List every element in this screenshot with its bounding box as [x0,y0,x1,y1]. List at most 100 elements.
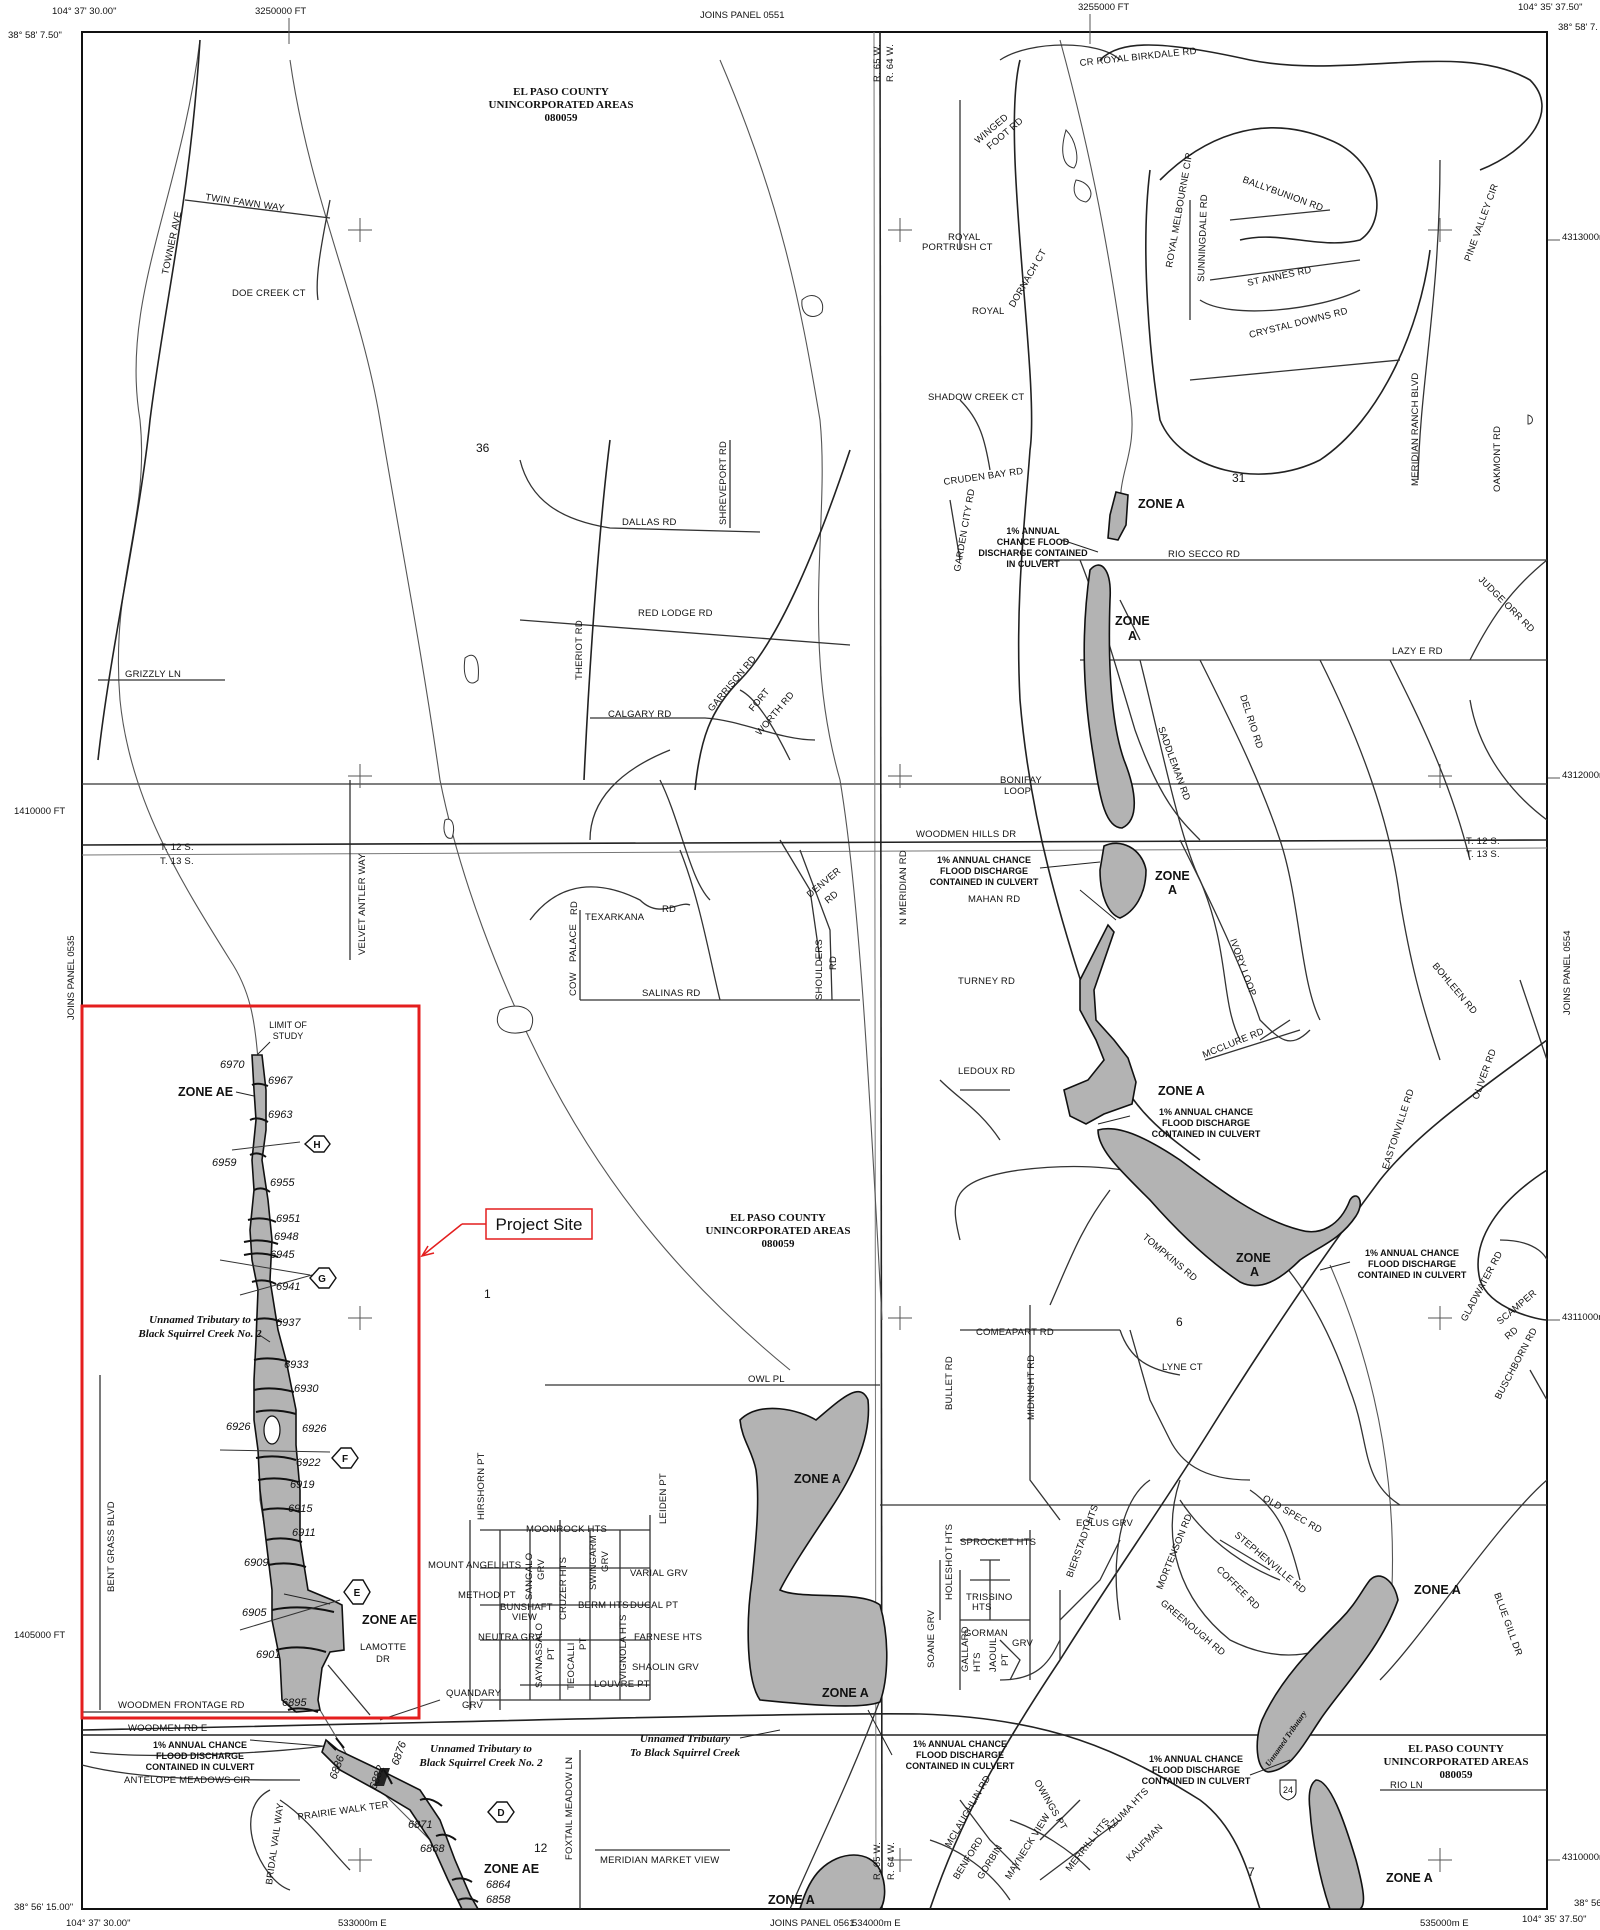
road-vignola-hts: VIGNOLA HTS [618,1614,629,1680]
bfe-6945: 6945 [270,1249,295,1261]
road-bridal-vail-way: BRIDAL VAIL WAY [264,1802,286,1886]
road-lamotte-2: DR [376,1654,390,1665]
road-doe-creek-ct: DOE CREEK CT [232,288,306,299]
bfe-6871: 6871 [408,1819,432,1831]
road-judge-orr-rd: JUDGE ORR RD [1476,574,1537,635]
bfe-6864: 6864 [486,1879,510,1891]
tributary-label-1b: Black Squirrel Creek No. 2 [137,1328,262,1340]
zone-a-label-3a: ZONE [1155,869,1190,883]
road-saynassalo-2: PT [546,1647,557,1660]
zone-ae-label-3: ZONE AE [484,1862,539,1876]
township-13s-left: T. 13 S. [160,856,194,867]
road-bohleen-rd: BOHLEEN RD [1430,961,1479,1017]
road-woodmen-frontage-rd: WOODMEN FRONTAGE RD [118,1700,245,1711]
road-jaouil: JAOUIL [988,1638,999,1672]
road-gallard: GALLARD [960,1626,971,1672]
svg-text:CONTAINED IN CULVERT: CONTAINED IN CULVERT [930,877,1039,887]
range-64w-top: R. 64 W. [885,44,896,82]
bfe-6933: 6933 [284,1359,309,1371]
road-louvre-pt: LOUVRE PT [594,1679,650,1690]
svg-text:1% ANNUAL CHANCE: 1% ANNUAL CHANCE [913,1739,1007,1749]
zone-a-label-6: ZONE A [794,1472,841,1486]
road-mahan-rd: MAHAN RD [968,894,1020,905]
road-woodmen-rd-e: WOODMEN RD E [128,1723,207,1734]
road-eolus-grv: EOLUS GRV [1076,1518,1134,1529]
community-labels: EL PASO COUNTY UNINCORPORATED AREAS 0800… [489,86,1529,1781]
top-right-latitude: 38° 58' 7. [1558,22,1598,33]
road-grv-a: GRV [1012,1638,1033,1649]
zone-ae-label-1: ZONE AE [178,1085,233,1099]
road-sprocket-hts: SPROCKET HTS [960,1537,1036,1548]
svg-text:E: E [354,1588,361,1599]
road-moonrock-hts: MOONROCK HTS [526,1524,607,1535]
road-ballybunion-rd: BALLYBUNION RD [1241,174,1325,213]
zone-a-label-5a: ZONE [1236,1251,1271,1265]
project-site-callout [485,1208,593,1240]
bfe-labels: 6970 6967 6963 6959 6955 6951 6948 6945 … [212,1059,511,1906]
tributary-label-1a: Unnamed Tributary to [149,1314,251,1326]
road-pine-valley-cir: PINE VALLEY CIR [1462,182,1500,263]
bottom-right-latitude: 38° 56' [1574,1898,1600,1909]
road-royal-portrush-1: ROYAL [948,232,981,243]
road-lyne-ct: LYNE CT [1162,1362,1203,1373]
road-salinas-rd: SALINAS RD [642,988,701,999]
road-shadow-creek-ct: SHADOW CREEK CT [928,392,1024,403]
bottom-utm-3: 535000m E [1420,1918,1469,1929]
zone-a-label-10: ZONE A [1386,1871,1433,1885]
road-holeshot-hts: HOLESHOT HTS [944,1524,955,1600]
road-royal-dornach-2: DORNACH CT [1007,247,1049,309]
bfe-6911: 6911 [292,1527,316,1539]
bfe-6922: 6922 [296,1457,320,1469]
road-old-spec-rd: OLD SPEC RD [1261,1493,1324,1536]
cross-sections: H G F E D [303,1135,515,1823]
road-bullet-rd: BULLET RD [944,1356,955,1410]
road-velvet-antler-way: VELVET ANTLER WAY [357,853,368,955]
bfe-6963: 6963 [268,1109,293,1121]
road-rio-ln: RIO LN [1390,1780,1423,1791]
culvert-note-5: 1% ANNUAL CHANCE FLOOD DISCHARGE CONTAIN… [146,1740,255,1772]
top-state-plane-right: 3255000 FT [1078,2,1129,13]
road-rd-a: RD [569,901,580,915]
road-cruden-bay-rd: CRUDEN BAY RD [943,466,1024,488]
svg-text:LIMIT OF: LIMIT OF [269,1020,307,1030]
bfe-6967: 6967 [268,1075,293,1087]
road-scamper-2: RD [1503,1325,1521,1343]
top-state-plane-left: 3250000 FT [255,6,306,17]
road-teocalli-1: TEOCALLI [566,1642,577,1690]
section-36: 36 [476,441,490,455]
svg-text:1% ANNUAL CHANCE: 1% ANNUAL CHANCE [153,1740,247,1750]
road-royal-dornach-1: ROYAL [972,306,1005,317]
right-joins-panel: JOINS PANEL 0554 [1562,931,1573,1015]
limit-of-study: LIMIT OF STUDY [257,1020,307,1055]
cross-section-e: E [343,1579,371,1605]
cross-section-h: H [303,1135,331,1153]
culvert-note-3: 1% ANNUAL CHANCE FLOOD DISCHARGE CONTAIN… [1152,1107,1261,1139]
roads: 24 [81,39,1548,1910]
road-berm-hts: BERM HTS [578,1600,629,1611]
bfe-6895: 6895 [282,1697,307,1709]
zone-a-label-2b: A [1128,629,1137,643]
svg-text:EL PASO COUNTY: EL PASO COUNTY [1408,1743,1504,1755]
road-azuma-hts: AZUMA HTS [1104,1786,1151,1834]
bfe-6926-left: 6926 [226,1421,251,1433]
road-method-pt: METHOD PT [458,1590,516,1601]
svg-text:D: D [497,1808,504,1819]
road-royal-portrush-2: PORTRUSH CT [922,242,993,253]
bfe-6970: 6970 [220,1059,245,1071]
range-64w-bottom: R. 64 W. [886,1842,897,1880]
svg-text:CONTAINED IN CULVERT: CONTAINED IN CULVERT [1142,1776,1251,1786]
road-fort-worth-1: FORT [747,687,772,714]
svg-text:1% ANNUAL CHANCE: 1% ANNUAL CHANCE [1149,1754,1243,1764]
bottom-left-latitude: 38° 56' 15.00" [14,1902,73,1913]
road-kaufman: KAUFMAN [1124,1822,1165,1864]
road-foxtail-meadow-ln: FOXTAIL MEADOW LN [564,1757,575,1860]
road-trissino-1: TRISSINO [966,1592,1012,1603]
grid-ticks [288,14,1560,1872]
road-quandary-2: GRV [462,1700,483,1711]
svg-text:DISCHARGE CONTAINED: DISCHARGE CONTAINED [978,548,1088,558]
tributary-label-2b: Black Squirrel Creek No. 2 [418,1757,543,1769]
svg-text:CONTAINED IN CULVERT: CONTAINED IN CULVERT [146,1762,255,1772]
road-n-meridian-rd: N MERIDIAN RD [898,850,909,925]
road-cow: COW [568,972,579,996]
road-shaolin-grv: SHAOLIN GRV [632,1662,699,1673]
